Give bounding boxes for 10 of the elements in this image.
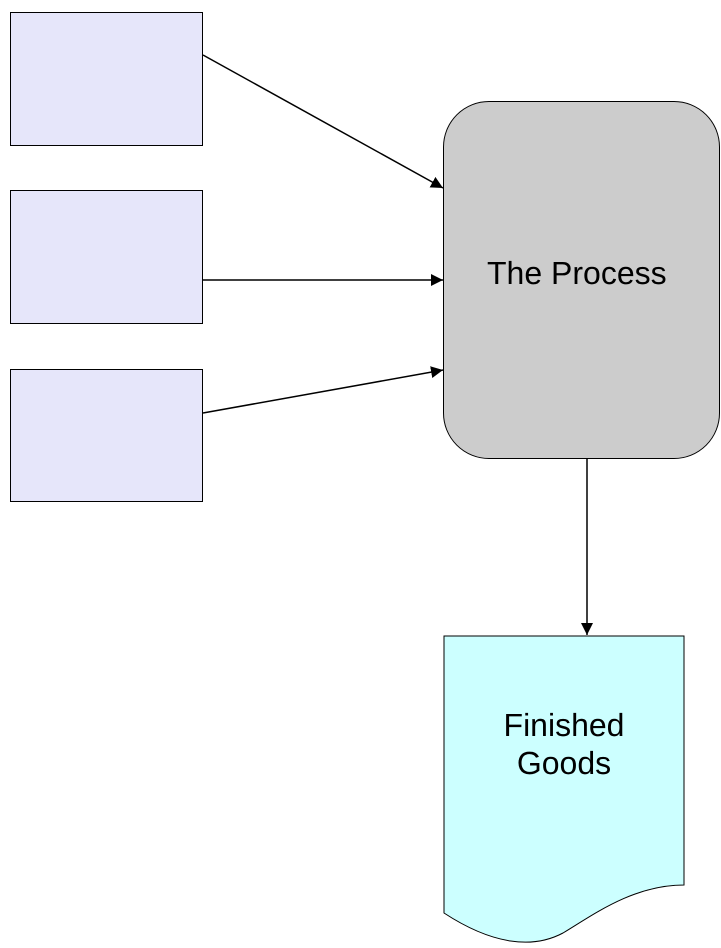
arrow (202, 54, 444, 189)
empty-box (10, 369, 203, 502)
arrow (581, 459, 593, 635)
document-label: Finished Goods (502, 706, 626, 782)
process-box (443, 101, 720, 459)
empty-box (10, 190, 203, 324)
process-label: The Process (487, 254, 668, 292)
arrow (202, 366, 444, 414)
arrow (203, 274, 443, 286)
empty-box (10, 12, 203, 146)
